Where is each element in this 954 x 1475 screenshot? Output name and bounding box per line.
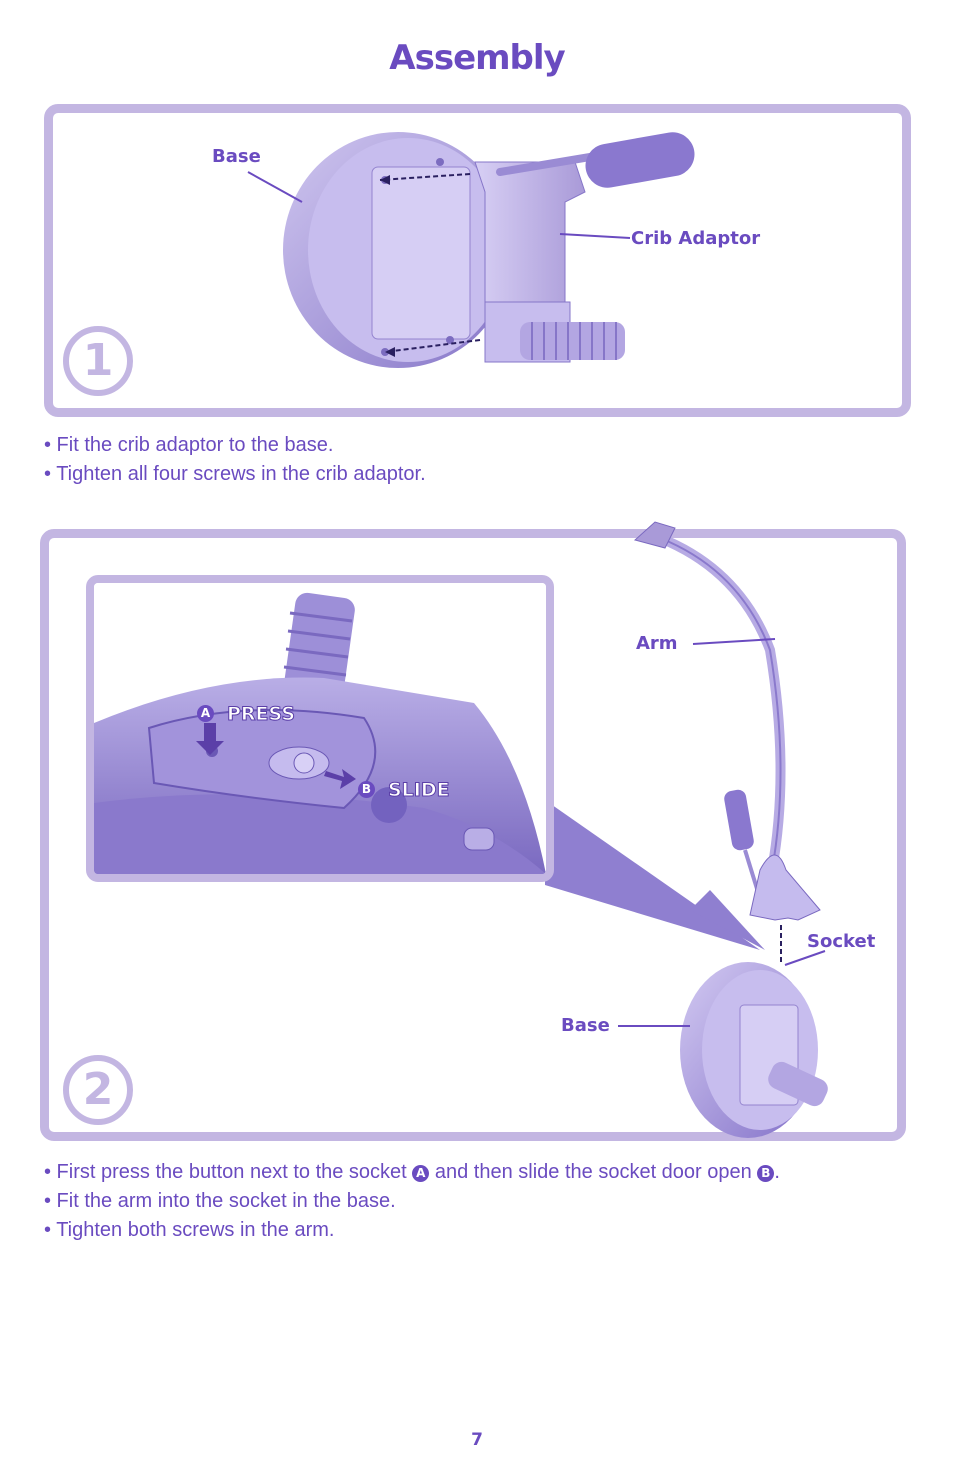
step-1-callout-lines [247, 171, 631, 239]
zoom-pointer [545, 800, 765, 950]
instruction-line: • Tighten both screws in the arm. [44, 1219, 335, 1241]
instruction-line: • Fit the crib adaptor to the base. [44, 434, 334, 456]
instruction-line: • Tighten all four screws in the crib ad… [44, 463, 426, 485]
page-number: 7 [471, 1430, 483, 1450]
zoom-inset: A PRESS B SLIDE [86, 575, 554, 882]
step-1-instructions: • Fit the crib adaptor to the base. • Ti… [44, 431, 426, 489]
slide-label: SLIDE [388, 779, 451, 802]
base-label: Base [212, 146, 261, 167]
instruction-line: • Fit the arm into the socket in the bas… [44, 1190, 396, 1212]
step-1-illustration [283, 132, 695, 368]
instruction-text: • First press the button next to the soc… [44, 1161, 407, 1183]
step-1-number: 1 [63, 326, 133, 396]
crib-adaptor-label: Crib Adaptor [631, 228, 761, 249]
marker-b: B [358, 779, 375, 798]
instruction-text: and then slide the socket door open [434, 1161, 752, 1183]
instruction-line: • First press the button next to the soc… [44, 1158, 780, 1187]
marker-a: A [197, 703, 214, 722]
marker-a-inline: A [412, 1165, 430, 1182]
page-title: Assembly [389, 38, 565, 78]
socket-label: Socket [807, 931, 876, 952]
step-2-instructions: • First press the button next to the soc… [44, 1158, 780, 1245]
marker-b-inline: B [757, 1165, 775, 1182]
instruction-text: . [774, 1161, 780, 1183]
base-label-step2: Base [561, 1015, 610, 1036]
step-2-illustration [618, 521, 828, 1138]
socket-closeup-illustration [94, 583, 546, 874]
press-label: PRESS [226, 703, 296, 726]
arm-label: Arm [636, 633, 678, 654]
step-2-number: 2 [63, 1055, 133, 1125]
